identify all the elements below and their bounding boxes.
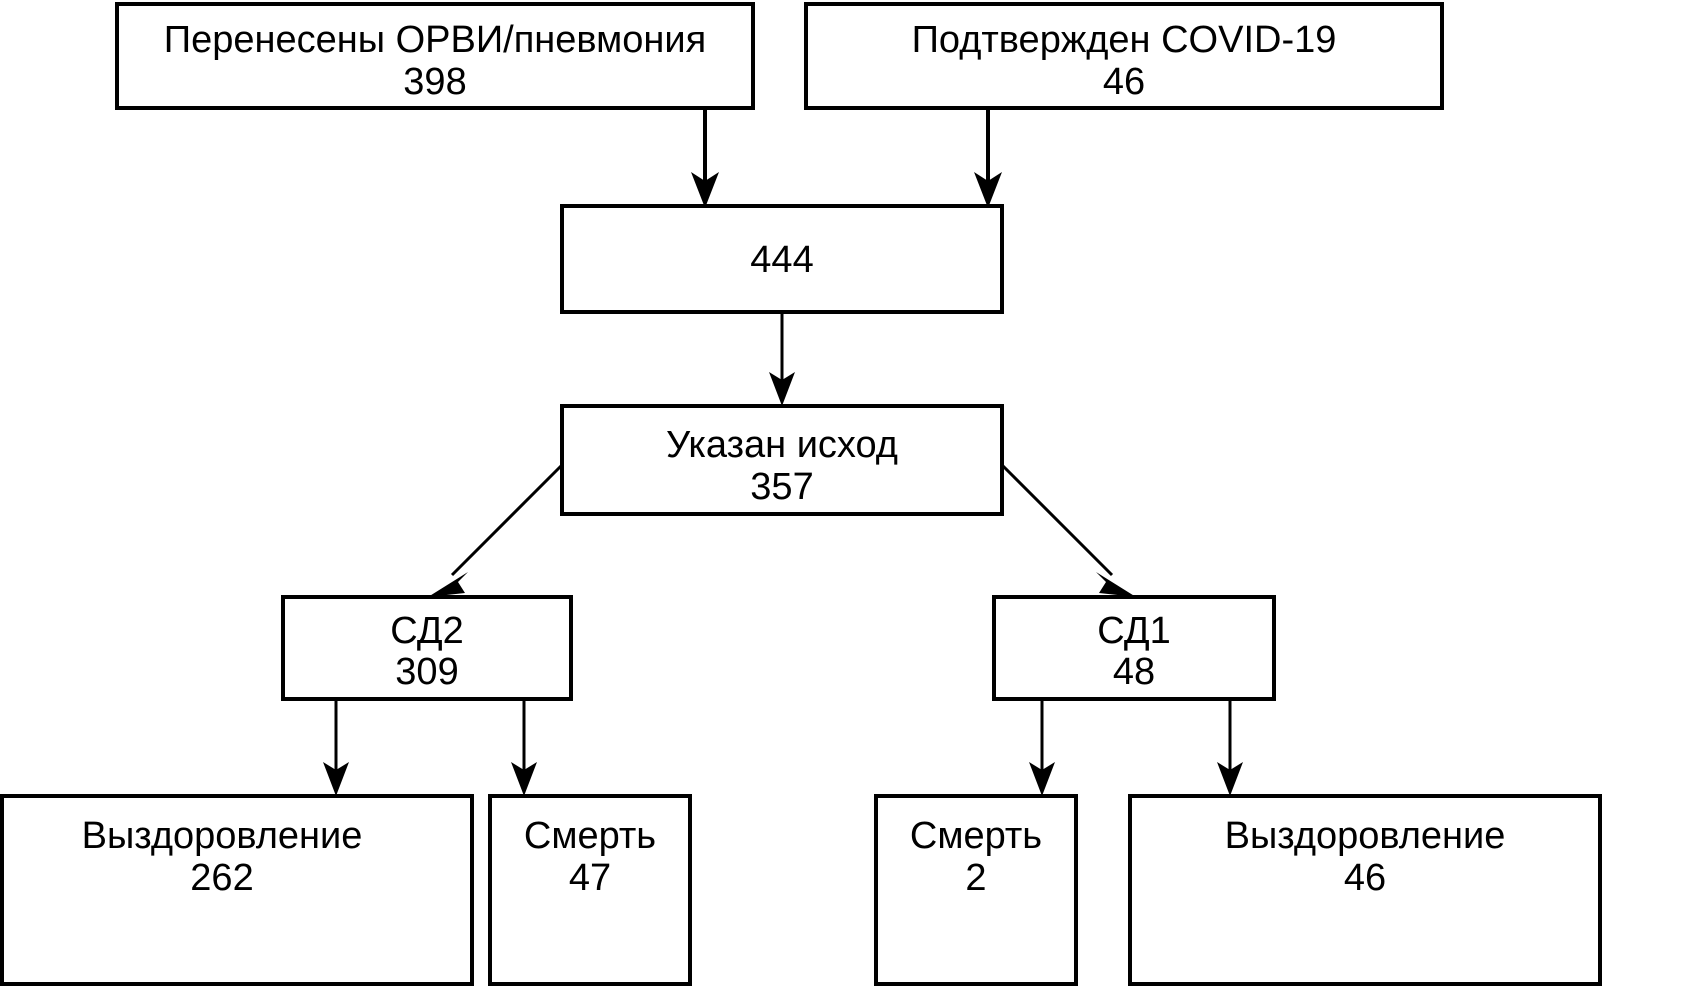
edge-outcome-to-sd2: [428, 463, 564, 597]
node-recovery-sd1[interactable]: Выздоровление 46: [1128, 794, 1602, 986]
node-arvi-pneumonia[interactable]: Перенесены ОРВИ/пневмония 398: [115, 2, 755, 110]
node-sd1-box[interactable]: [992, 595, 1276, 701]
node-recovery-sd2-value: 262: [190, 857, 253, 899]
node-death-sd1-value: 2: [965, 857, 986, 899]
edge-sd1-to-death: [1029, 699, 1055, 796]
node-sd1-label: СД1: [1097, 610, 1170, 652]
node-arvi-pneumonia-box[interactable]: [115, 2, 755, 110]
node-death-sd1[interactable]: Смерть 2: [874, 794, 1078, 986]
node-sd2-label: СД2: [390, 610, 463, 652]
node-death-sd2-value: 47: [569, 857, 611, 899]
node-sd2[interactable]: СД2 309: [281, 595, 573, 701]
edge-sd2-to-recovery: [323, 699, 349, 796]
node-recovery-sd2-label: Выздоровление: [82, 815, 363, 857]
node-recovery-sd1-label: Выздоровление: [1225, 815, 1506, 857]
edge-total-to-outcome: [769, 312, 795, 406]
node-death-sd1-box[interactable]: [874, 794, 1078, 986]
node-sd1[interactable]: СД1 48: [992, 595, 1276, 701]
node-recovery-sd2[interactable]: Выздоровление 262: [0, 794, 474, 986]
node-outcome-specified-box[interactable]: [560, 404, 1004, 516]
node-death-sd2-label: Смерть: [524, 815, 656, 857]
node-arvi-pneumonia-label: Перенесены ОРВИ/пневмония: [164, 19, 706, 61]
node-confirmed-covid-box[interactable]: [804, 2, 1444, 110]
edge-arvi-to-total: [691, 108, 719, 208]
edge-sd1-to-recovery: [1217, 699, 1243, 796]
node-sd2-value: 309: [395, 651, 458, 693]
node-outcome-specified[interactable]: Указан исход 357: [560, 404, 1004, 516]
node-total-box[interactable]: [560, 204, 1004, 314]
edge-covid-to-total: [974, 108, 1002, 208]
node-confirmed-covid[interactable]: Подтвержден COVID-19 46: [804, 2, 1444, 110]
node-total-value: 444: [750, 239, 813, 281]
node-arvi-pneumonia-value: 398: [403, 61, 466, 103]
node-outcome-specified-label: Указан исход: [666, 424, 898, 466]
edge-outcome-to-sd1: [1000, 463, 1136, 597]
node-death-sd2[interactable]: Смерть 47: [488, 794, 692, 986]
node-confirmed-covid-label: Подтвержден COVID-19: [912, 19, 1337, 61]
node-outcome-specified-value: 357: [750, 466, 813, 508]
node-confirmed-covid-value: 46: [1103, 61, 1145, 103]
node-sd2-box[interactable]: [281, 595, 573, 701]
node-sd1-value: 48: [1113, 651, 1155, 693]
node-recovery-sd1-value: 46: [1344, 857, 1386, 899]
edge-sd2-to-death: [511, 699, 537, 796]
node-death-sd2-box[interactable]: [488, 794, 692, 986]
node-recovery-sd2-box[interactable]: [0, 794, 474, 986]
node-death-sd1-label: Смерть: [910, 815, 1042, 857]
node-total[interactable]: 444: [560, 204, 1004, 314]
node-recovery-sd1-box[interactable]: [1128, 794, 1602, 986]
